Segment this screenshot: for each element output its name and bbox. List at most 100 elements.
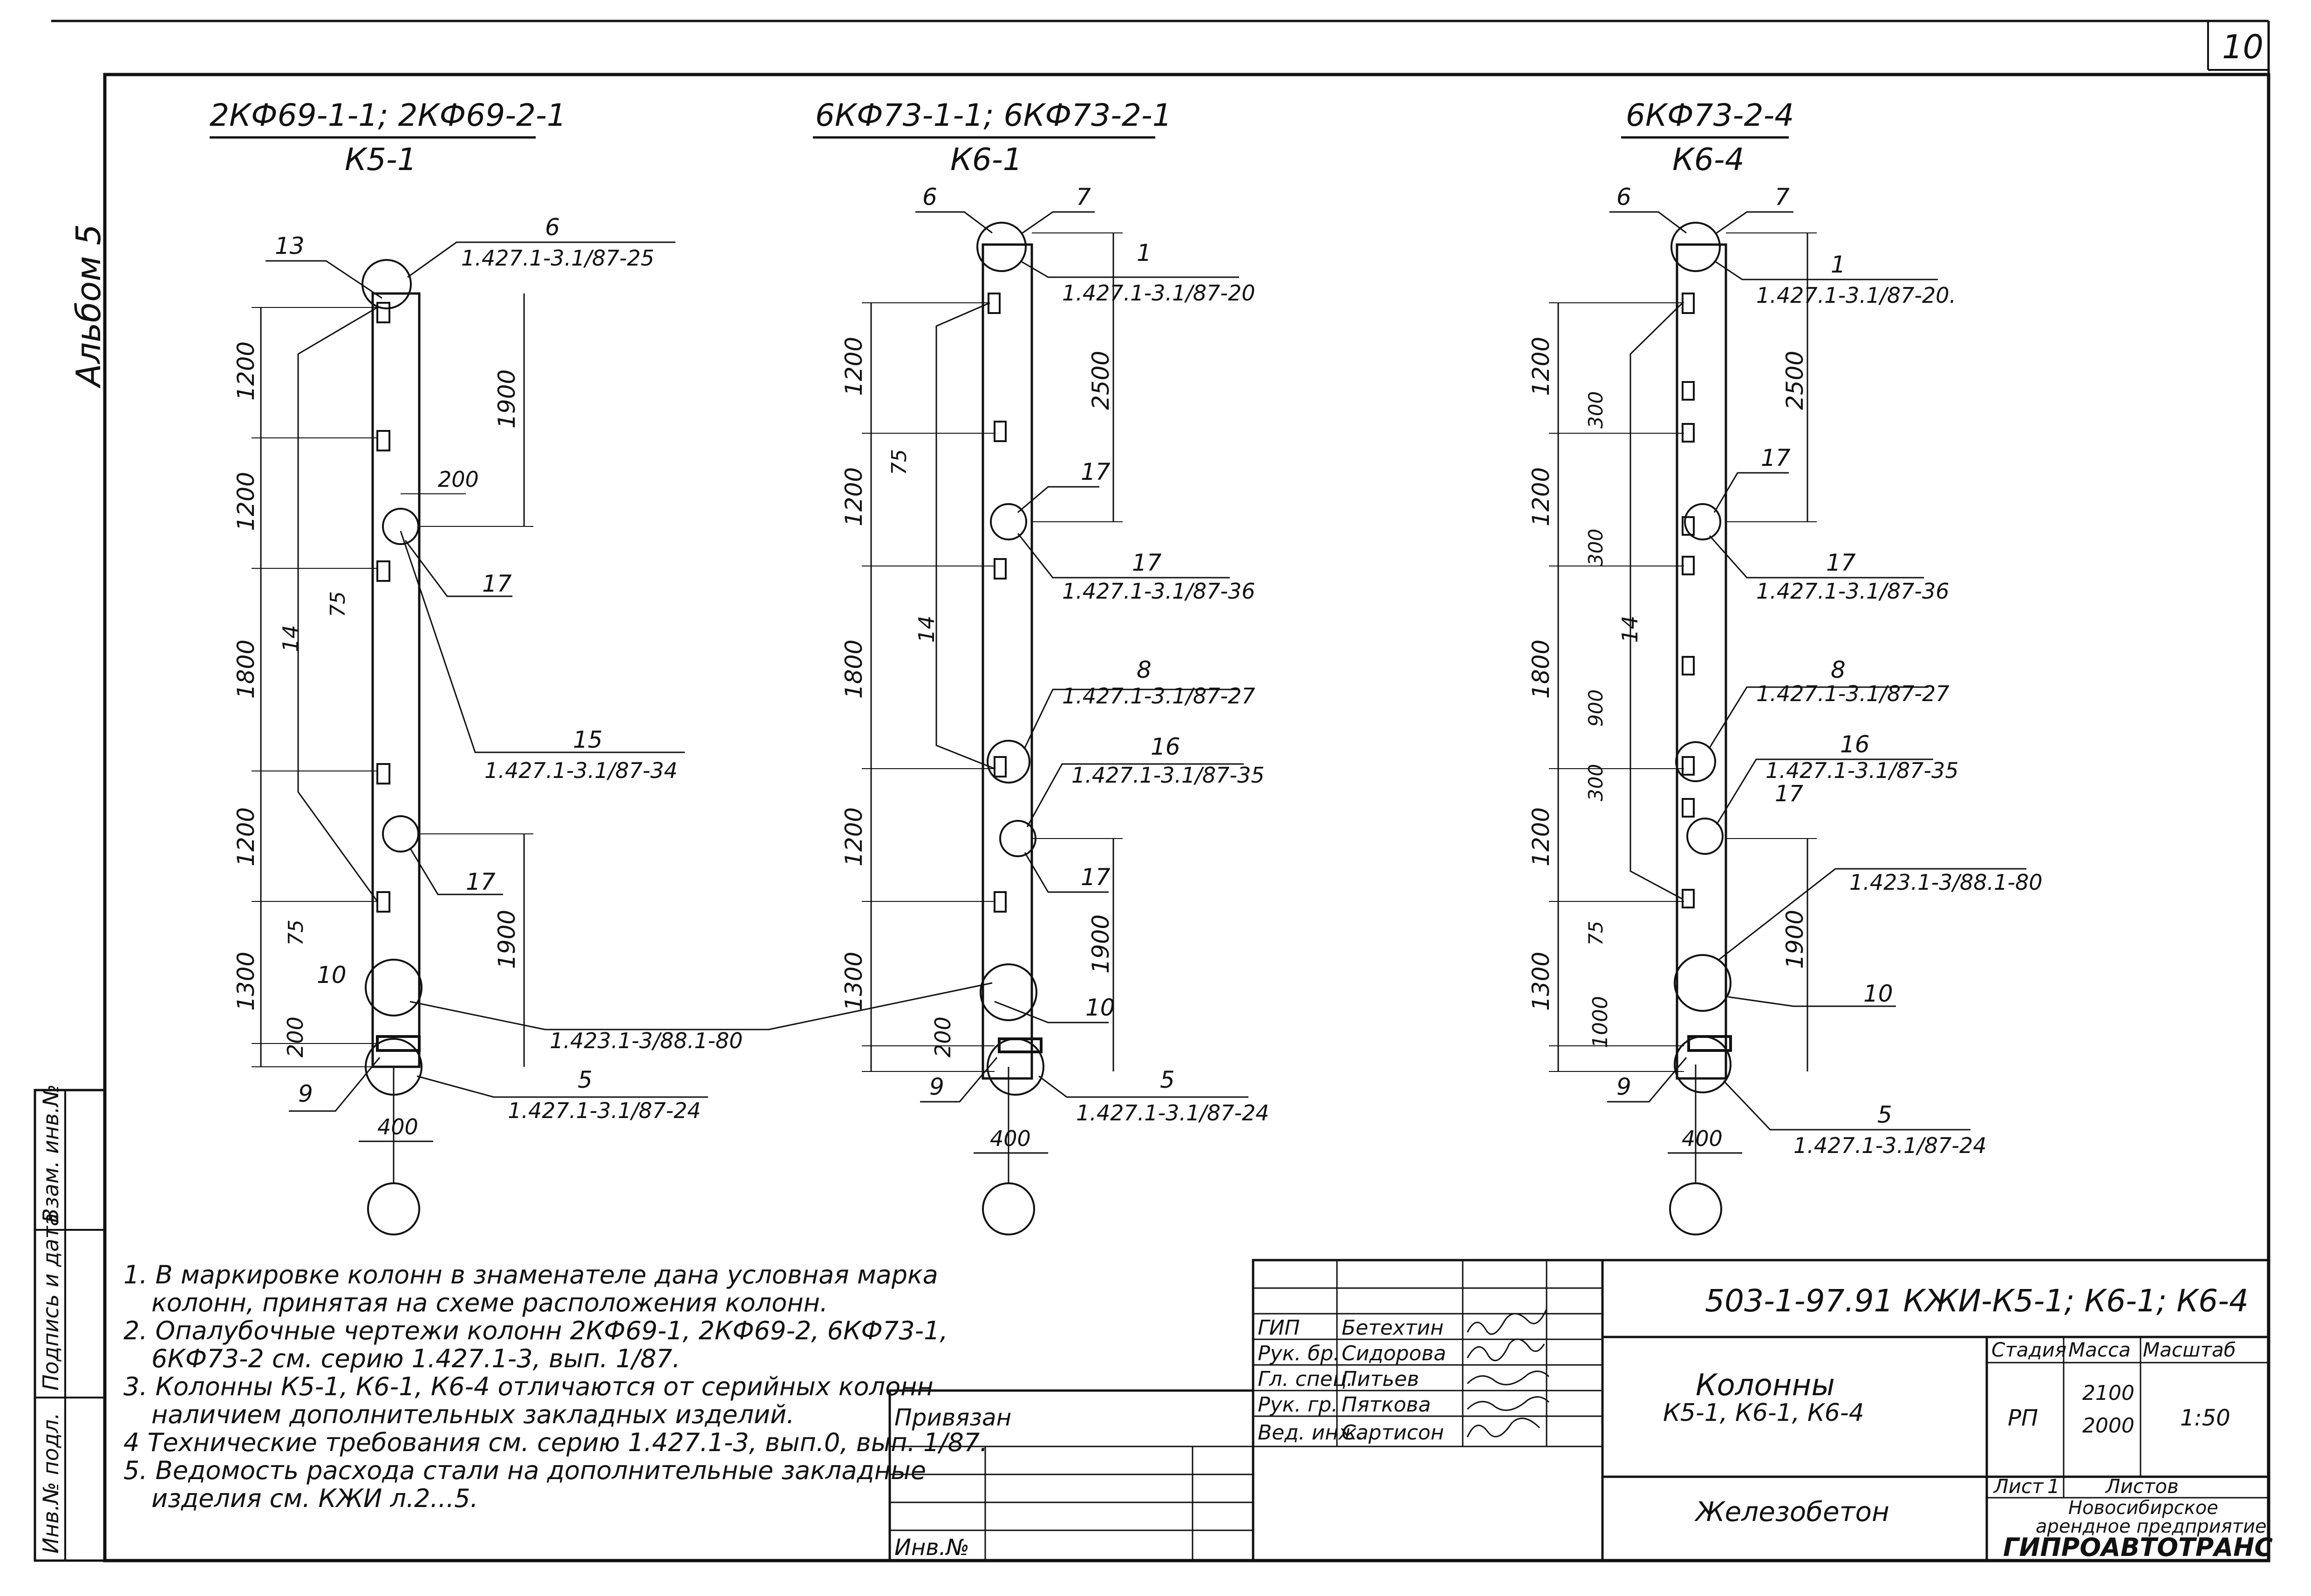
dim-left-5: 1300 [1527,952,1554,1011]
callout-5-ref: 1.427.1-3.1/87-24 [1793,1133,1987,1158]
note-line-8: 5. Ведомость расхода стали на дополнител… [123,1456,926,1485]
dim-left-4: 1200 [840,807,867,866]
callout-8: 8 [1831,656,1846,683]
callout-6: 6 [1616,184,1631,211]
staff-name-2: Сидорова [1342,1342,1446,1365]
column-header-top: 2КФ69-1-1; 2КФ69-2-1 [210,97,566,133]
note-line-9: изделия см. КЖИ л.2...5. [151,1484,478,1513]
dim-left-2: 1200 [840,467,867,526]
sheet-value: 1 [2047,1475,2060,1498]
callout-8-ref: 1.427.1-3.1/87-27 [1062,683,1255,709]
dim-right-1: 2500 [1087,351,1114,410]
callout-1-ref: 1.427.1-3.1/87-20 [1062,280,1255,306]
staff-role-1: ГИП [1258,1316,1300,1340]
dim-left-4: 1200 [1527,807,1554,866]
dim-left-1: 1200 [232,341,259,401]
callout-10: 10 [1085,994,1115,1021]
callout-8: 8 [1137,656,1152,683]
staff-role-4: Рук. гр. [1258,1393,1338,1417]
callout-6-ref: 1.427.1-3.1/87-25 [461,246,654,271]
stamp-orig-inv: Инв.№ подл. [38,1412,63,1554]
callout-6: 6 [545,214,560,241]
dim-right-2: 1900 [493,910,520,969]
dim-200: 200 [438,467,479,492]
callout-17c: 17 [1081,864,1111,891]
dim-left-3: 1800 [232,640,259,699]
callout-5: 5 [1160,1066,1175,1093]
dim-small-300a: 300 [1584,391,1607,429]
callout-9: 9 [929,1073,944,1100]
sheet-label: Лист [1993,1475,2044,1498]
callout-16-ref: 1.427.1-3.1/87-35 [1071,763,1265,788]
callout-1: 1 [1831,251,1846,278]
column-k5-1: 2КФ69-1-1; 2КФ69-2-1 К5-1 1200 1200 1800… [210,97,993,1235]
shared-ref: 1.423.1-3/88.1-80 [550,1028,743,1053]
note-line-7: 4 Технические требования см. серию 1.427… [123,1428,988,1457]
dim-left-4: 1200 [232,807,259,866]
dim-left-1: 1200 [1527,337,1554,396]
callout-15: 15 [573,726,603,753]
dim-left-6: 200 [283,1016,308,1057]
callout-6: 6 [922,184,937,211]
album-label: Альбом 5 [69,224,108,389]
column-header-top: 6КФ73-2-4 [1626,97,1794,133]
stage-value: РП [2008,1405,2038,1431]
stamp-replace-inv: Взам. инв.№ [38,1084,63,1223]
scale-value: 1:50 [2180,1405,2230,1431]
note-line-1: 1. В маркировке колонн в знаменателе дан… [123,1260,938,1289]
note-line-6: наличием дополнительных закладных издели… [151,1400,795,1429]
org-line-2: арендное предприятие [2036,1516,2267,1537]
mass-label: Масса [2068,1338,2131,1361]
dim-right-2: 1900 [1781,910,1808,969]
callout-10: 10 [317,962,347,989]
title-block: Привязан Инв.№ ГИП Бетехтин Рук. бр. Сид… [888,1259,2273,1562]
note-line-2: колонн, принятая на схеме расположения к… [151,1288,828,1317]
sheet-number: 10 [2222,28,2263,66]
callout-16-ref: 1.427.1-3.1/87-35 [1766,758,1959,783]
dim-left-6: 200 [930,1016,955,1057]
callout-13: 13 [275,232,305,259]
staff-name-5: Сартисон [1342,1421,1444,1445]
dim-width: 400 [377,1114,418,1139]
dim-small-75b: 75 [284,920,308,946]
column-k6-4: 6КФ73-2-4 К6-4 1200 1200 1800 1200 [1527,97,2043,1235]
dim-14: 14 [914,615,939,643]
notes-block: 1. В маркировке колонн в знаменателе дан… [123,1260,988,1513]
callout-17b-ref: 1.427.1-3.1/87-36 [1756,579,1950,604]
dim-right-1: 1900 [493,369,520,429]
dim-small-300b: 300 [1584,529,1607,566]
dim-width: 400 [990,1126,1031,1151]
callout-16: 16 [1840,731,1870,758]
note-line-4: 6КФ73-2 см. серию 1.427.1-3, вып. 1/87. [151,1344,680,1373]
callout-8-ref: 1.427.1-3.1/87-27 [1756,681,1950,706]
title-line-1: Колонны [1696,1368,1835,1403]
sheets-label: Листов [2105,1475,2179,1498]
staff-role-5: Вед. инж. [1258,1421,1363,1445]
dim-right-1: 2500 [1781,351,1808,410]
org-line-3: ГИПРОАВТОТРАНС [2003,1533,2273,1562]
column-header-top: 6КФ73-1-1; 6КФ73-2-1 [815,97,1172,133]
column-k6-1: 6КФ73-1-1; 6КФ73-2-1 К6-1 1200 1200 1800… [813,97,1269,1235]
column-header-bottom: К6-4 [1672,142,1745,177]
callout-ref-80: 1.423.1-3/88.1-80 [1849,870,2043,895]
callout-1-ref: 1.427.1-3.1/87-20. [1756,283,1956,308]
dim-small-300c: 300 [1584,764,1607,801]
stage-label: Стадия [1991,1338,2066,1361]
dim-small-900: 900 [1584,689,1607,727]
bound-label: Привязан [894,1404,1011,1431]
dim-width: 400 [1682,1126,1723,1151]
callout-9: 9 [1616,1073,1631,1100]
note-line-3: 2. Опалубочные чертежи колонн 2КФ69-1, 2… [123,1316,948,1345]
dim-left-2: 1200 [1527,467,1554,526]
signatures [1466,1309,1550,1438]
callout-17b: 17 [1132,549,1162,576]
inv-label: Инв.№ [894,1535,969,1561]
callout-5-ref: 1.427.1-3.1/87-24 [508,1098,701,1123]
scale-label: Масштаб [2143,1338,2236,1361]
staff-name-3: Питьев [1342,1367,1419,1391]
material: Железобетон [1694,1496,1889,1528]
dim-right-2: 1900 [1087,914,1114,974]
callout-17b: 17 [1826,549,1856,576]
callout-17b: 17 [466,868,496,895]
callout-7: 7 [1076,184,1091,211]
